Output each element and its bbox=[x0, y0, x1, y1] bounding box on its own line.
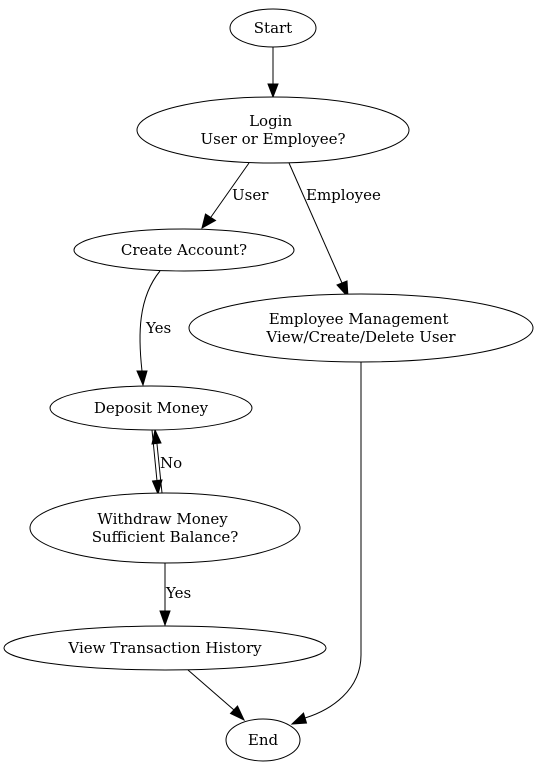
node-end-label: End bbox=[248, 731, 279, 749]
node-deposit-label: Deposit Money bbox=[94, 399, 209, 417]
node-employee-management-label: Employee Management View/Create/Delete U… bbox=[265, 310, 456, 346]
node-employee-management: Employee Management View/Create/Delete U… bbox=[188, 293, 534, 363]
edge-label-user: User bbox=[232, 186, 269, 204]
edge-label-employee: Employee bbox=[306, 186, 381, 204]
edge-history-to-end bbox=[187, 669, 246, 722]
node-deposit: Deposit Money bbox=[49, 385, 253, 431]
edge-employee-management-to-end bbox=[290, 362, 362, 725]
edge-start-to-login bbox=[267, 47, 279, 99]
node-create-account-label: Create Account? bbox=[121, 241, 247, 259]
node-create-account: Create Account? bbox=[73, 228, 295, 272]
edge-withdraw-to-history: Yes bbox=[159, 563, 191, 627]
node-end: End bbox=[225, 718, 301, 762]
node-withdraw: Withdraw Money Sufficient Balance? bbox=[29, 492, 301, 564]
edge-label-no: No bbox=[160, 454, 182, 472]
edge-label-yes-deposit: Yes bbox=[145, 319, 171, 337]
edge-login-to-create-account: User bbox=[201, 162, 269, 229]
node-login: Login User or Employee? bbox=[136, 96, 410, 164]
node-start-label: Start bbox=[254, 19, 292, 37]
edge-login-to-employee-management: Employee bbox=[288, 162, 381, 299]
node-withdraw-label: Withdraw Money Sufficient Balance? bbox=[92, 510, 239, 546]
edge-label-yes-history: Yes bbox=[165, 584, 191, 602]
edge-create-account-to-deposit: Yes bbox=[136, 270, 171, 387]
node-history: View Transaction History bbox=[3, 625, 327, 671]
edge-withdraw-to-deposit: No bbox=[151, 428, 182, 494]
node-history-label: View Transaction History bbox=[67, 639, 262, 657]
node-login-label: Login User or Employee? bbox=[201, 112, 346, 148]
node-start: Start bbox=[229, 8, 317, 48]
